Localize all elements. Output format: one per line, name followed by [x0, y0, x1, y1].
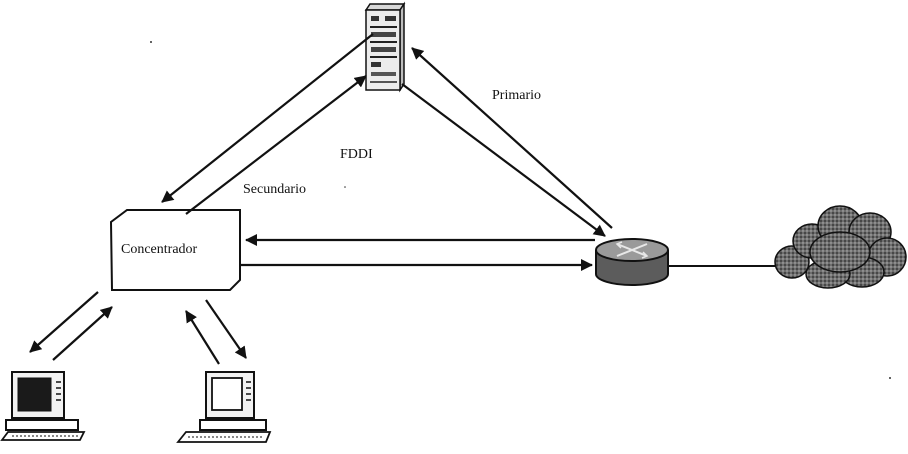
- computer-icon: [2, 372, 84, 440]
- scan-speck: [889, 377, 891, 379]
- workstation-2-up-arrow: [186, 311, 219, 364]
- fddi-label: FDDI: [340, 147, 373, 163]
- primary-ring-label: Primario: [492, 88, 541, 104]
- network-cloud-icon: [775, 206, 906, 288]
- primary-ring-arrow-down: [402, 84, 605, 236]
- workstation-1-down-arrow: [30, 292, 98, 352]
- secondary-ring-arrow-down: [162, 34, 373, 202]
- computer-icon: [178, 372, 270, 442]
- concentrator-label: Concentrador: [121, 242, 197, 258]
- primary-ring-arrow-up: [412, 48, 612, 228]
- scan-speck: [150, 41, 152, 43]
- router-icon: [596, 239, 668, 285]
- workstation-2-down-arrow: [206, 300, 246, 358]
- scan-speck: [344, 186, 346, 188]
- server-tower-icon: [366, 4, 404, 90]
- workstation-1-up-arrow: [53, 307, 112, 360]
- secondary-ring-label: Secundario: [243, 182, 306, 198]
